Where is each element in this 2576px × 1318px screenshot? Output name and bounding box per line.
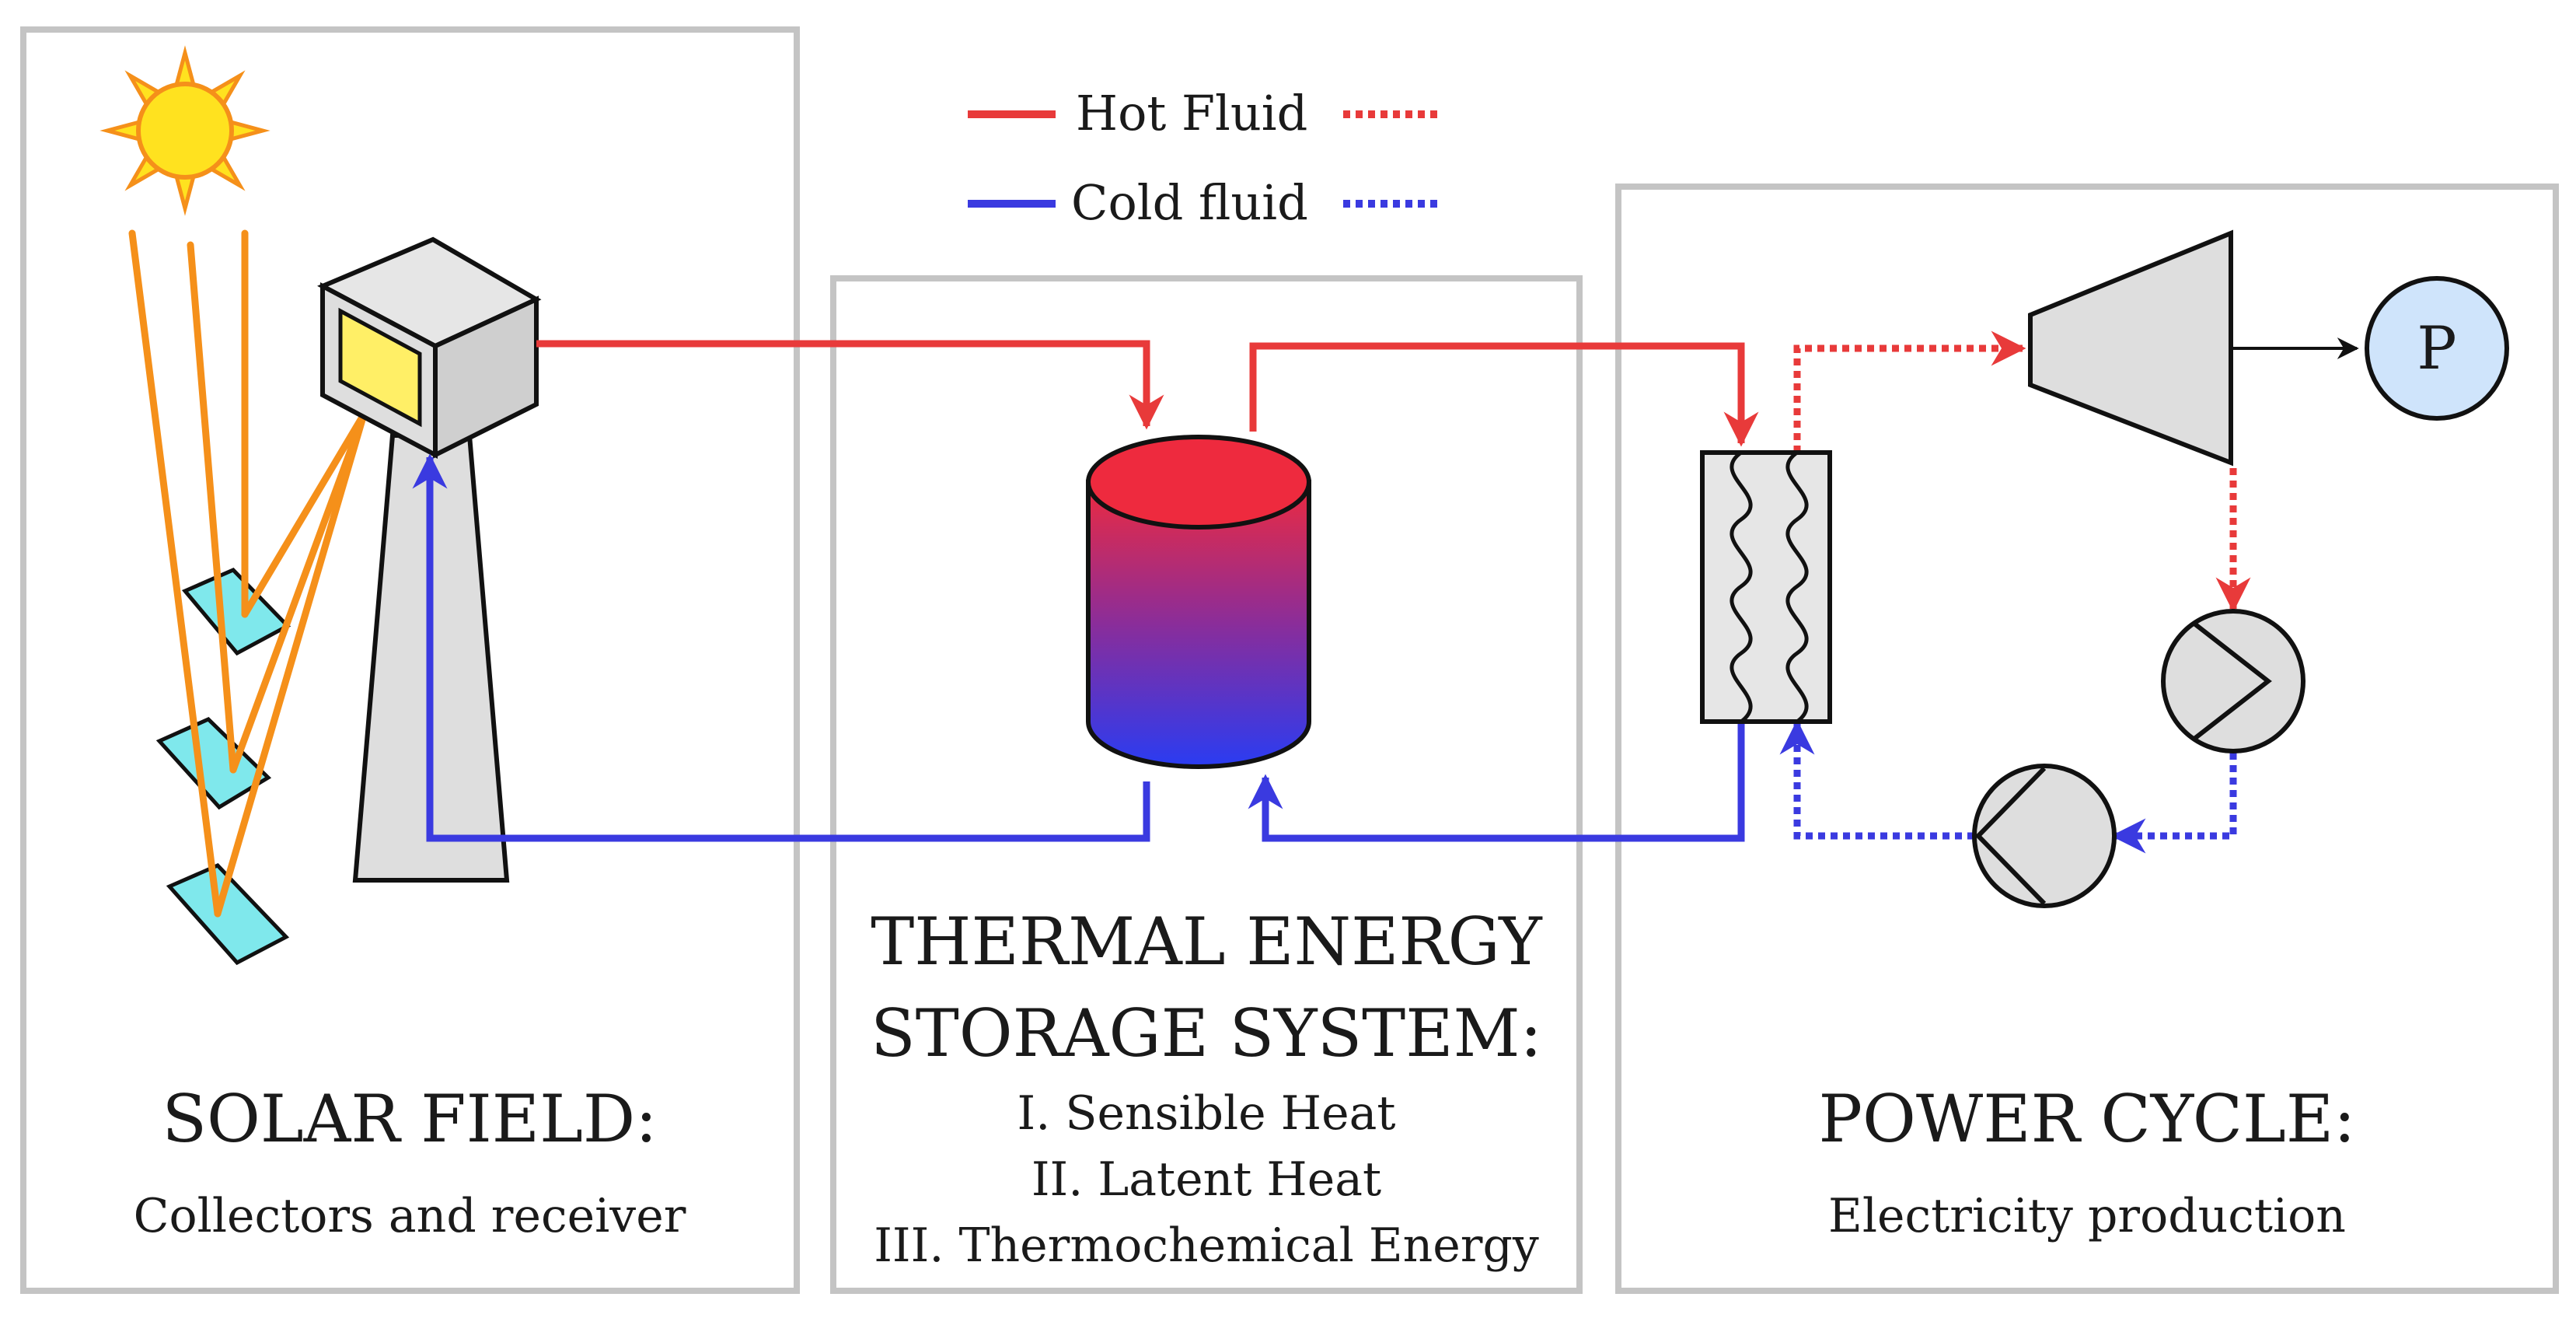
sun-ray: [99, 119, 143, 142]
sun-ray: [173, 45, 197, 89]
hot-pipe-tank-to-heat-exchanger: [1249, 342, 1759, 447]
legend-hot-label: Hot Fluid: [1076, 85, 1307, 142]
hot-pipe-receiver-to-tank: [536, 340, 1164, 430]
legend: Hot Fluid Cold fluid: [968, 85, 1438, 231]
cold-dotted-pipe-condenser-to-pump: [2110, 753, 2237, 854]
generator-icon: P: [2365, 276, 2509, 421]
storage-tank-icon: [1086, 435, 1311, 769]
power-cycle-subtitle: Electricity production: [1828, 1189, 2346, 1243]
cold-dotted-pipe-pump-to-exchanger: [1779, 719, 1974, 840]
turbine-icon: [2028, 229, 2233, 467]
solar-receiver-icon: [317, 236, 542, 459]
heat-exchanger-icon: [1700, 450, 1832, 724]
condenser-icon: [2161, 609, 2305, 753]
generator-label: P: [2417, 313, 2456, 383]
hot-dotted-pipe-exchanger-to-turbine: [1793, 330, 2026, 453]
sun-ray: [227, 119, 271, 142]
heliostat-mirror-icon: [166, 863, 290, 966]
storage-title-line2: STORAGE SYSTEM:: [871, 995, 1542, 1072]
power-cycle-panel: [1615, 184, 2559, 1294]
storage-panel: [830, 275, 1583, 1294]
sun-ray: [173, 173, 197, 216]
solar-rays: [128, 229, 368, 918]
storage-item: III. Thermochemical Energy: [874, 1218, 1539, 1273]
storage-item: II. Latent Heat: [1031, 1152, 1381, 1207]
cold-pipe-tank-to-tower: [412, 453, 1150, 842]
solar-field-title: SOLAR FIELD:: [162, 1081, 657, 1157]
solar-field-subtitle: Collectors and receiver: [134, 1189, 686, 1243]
pump-icon: [1972, 764, 2117, 908]
sun-icon: [99, 45, 271, 216]
storage-item: I. Sensible Heat: [1017, 1086, 1396, 1141]
legend-cold-label: Cold fluid: [1071, 174, 1308, 231]
storage-title-line1: THERMAL ENERGY: [871, 904, 1543, 980]
heliostat-mirror-icon: [181, 568, 291, 656]
solar-field-panel: [20, 26, 800, 1294]
power-cycle-title: POWER CYCLE:: [1819, 1081, 2356, 1157]
cold-pipe-heat-exchanger-to-tank: [1248, 722, 1745, 842]
